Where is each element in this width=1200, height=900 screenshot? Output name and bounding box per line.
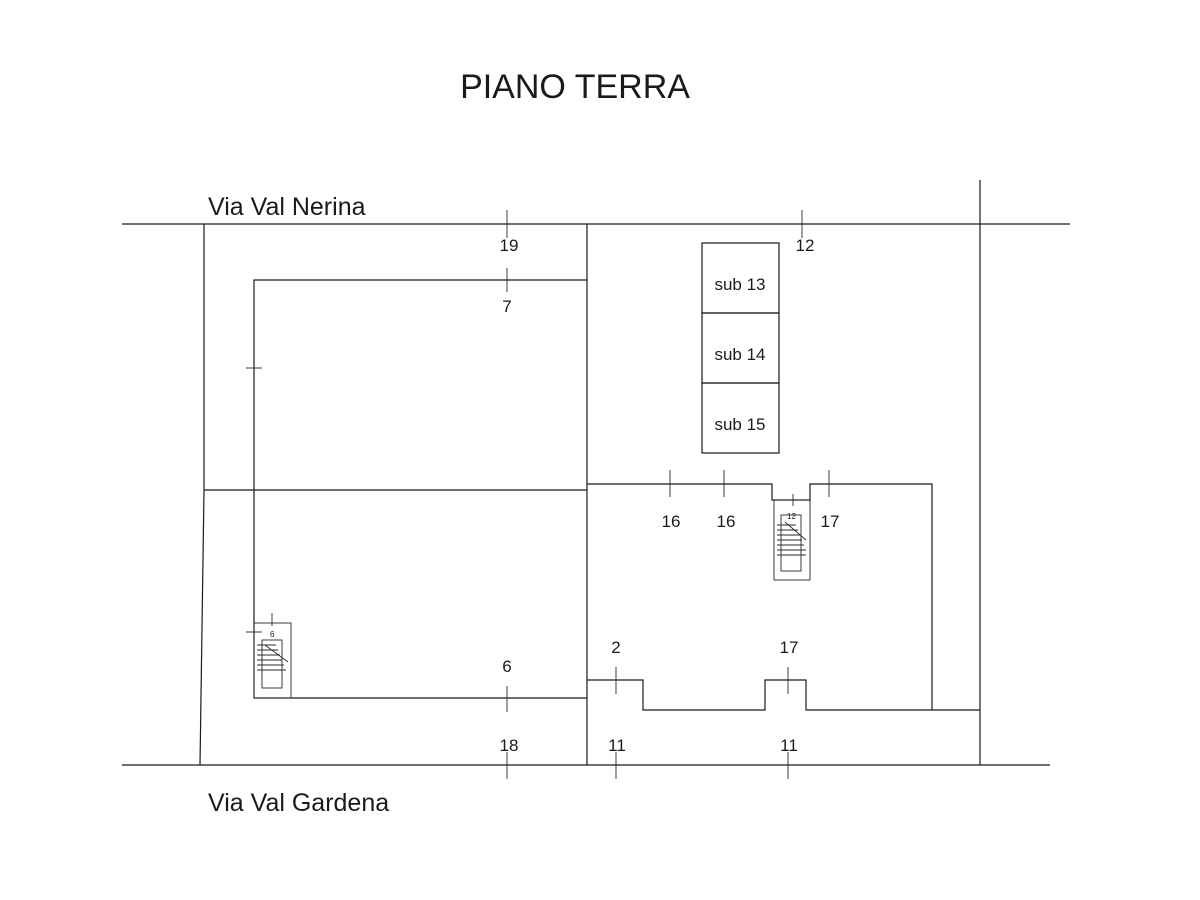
label-16a: 16 xyxy=(662,512,681,531)
label-16b: 16 xyxy=(717,512,736,531)
label-17-low: 17 xyxy=(780,638,799,657)
label-11b: 11 xyxy=(780,736,798,755)
section-numbers: 19 12 7 16 16 17 6 2 17 18 11 11 xyxy=(500,236,840,755)
label-18: 18 xyxy=(500,736,519,755)
right-lower-wall xyxy=(587,679,980,711)
label-19: 19 xyxy=(500,236,519,255)
street-north-label: Via Val Nerina xyxy=(208,193,366,221)
stair-right-diagonal xyxy=(784,521,807,541)
staircase-left: 6 xyxy=(246,613,292,699)
label-17-mid: 17 xyxy=(821,512,840,531)
sub-13-label: sub 13 xyxy=(714,275,765,294)
label-6: 6 xyxy=(502,657,511,676)
street-lines xyxy=(122,180,1070,766)
stair-left-diagonal xyxy=(264,644,289,663)
staircase-right: 12 xyxy=(773,499,811,581)
section-ticks xyxy=(506,210,830,779)
stair-right-number: 12 xyxy=(787,512,796,521)
sub-units: sub 13 sub 14 sub 15 xyxy=(701,242,780,454)
stair-left-frame xyxy=(253,622,292,699)
stair-right-frame xyxy=(773,499,811,581)
label-12: 12 xyxy=(796,236,815,255)
right-building xyxy=(587,483,980,711)
sub-15-box xyxy=(701,382,780,454)
sub-15-label: sub 15 xyxy=(714,415,765,434)
left-building xyxy=(199,224,588,766)
plan-title: PIANO TERRA xyxy=(460,68,690,106)
stair-left-inner xyxy=(261,639,283,689)
right-inner-wall xyxy=(587,483,933,710)
street-south-label: Via Val Gardena xyxy=(208,789,389,817)
left-outer-wall xyxy=(199,224,205,766)
label-7: 7 xyxy=(502,297,511,316)
label-11a: 11 xyxy=(608,736,626,755)
stair-right-inner xyxy=(780,514,802,572)
label-2: 2 xyxy=(611,638,620,657)
left-inner-courtyard xyxy=(253,279,587,699)
sub-14-label: sub 14 xyxy=(714,345,765,364)
stair-left-number: 6 xyxy=(270,630,275,639)
